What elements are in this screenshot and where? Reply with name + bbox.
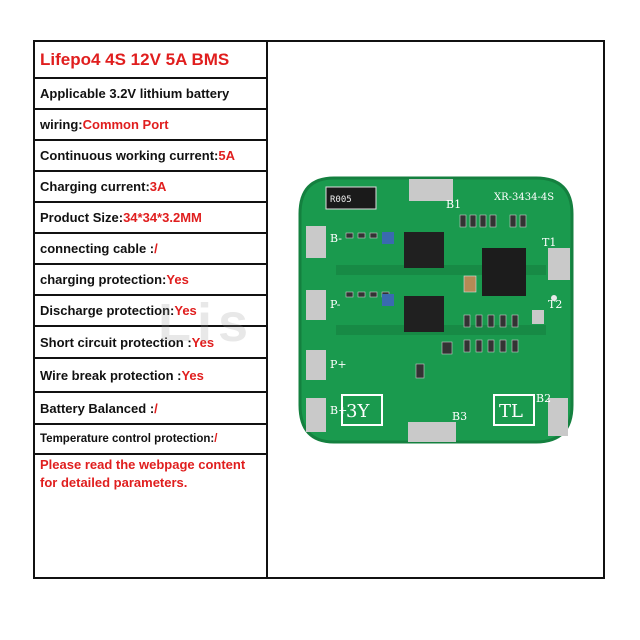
spec-label: Discharge protection: (40, 303, 175, 318)
resistor-label: R005 (330, 195, 352, 205)
smd-part (519, 214, 527, 228)
spec-value: / (154, 400, 158, 416)
spec-label: Continuous working current: (40, 148, 219, 163)
spec-row: Short circuit protection :Yes (35, 327, 266, 359)
pad-b-plus (306, 398, 326, 432)
spec-row: Discharge protection: Yes (35, 296, 266, 327)
spec-label: Wire break protection : (40, 367, 182, 383)
pad-p-plus (306, 350, 326, 380)
spec-label: connecting cable : (40, 241, 155, 256)
pad-b-minus (306, 226, 326, 258)
product-image-area: R005 (268, 42, 603, 577)
mosfet-2 (404, 296, 444, 332)
smd-part (459, 214, 467, 228)
smd-part (345, 291, 354, 298)
spec-label: Charging current: (40, 179, 150, 194)
logo-tl: TL (499, 401, 523, 422)
spec-row: Continuous working current:5A (35, 141, 266, 172)
label-b3: B3 (452, 410, 467, 423)
label-p-minus: P- (330, 298, 341, 311)
spec-value: / (214, 433, 218, 445)
smd-part (511, 314, 519, 328)
spec-value: Yes (191, 334, 215, 350)
label-b-minus: B- (330, 232, 342, 245)
spec-row: connecting cable :/ (35, 234, 266, 265)
spec-row: Product Size:34*34*3.2MM (35, 203, 266, 234)
smd-part (345, 232, 354, 239)
spec-title: Lifepo4 4S 12V 5A BMS (35, 42, 266, 79)
label-b2: B2 (536, 392, 551, 405)
spec-value: 3A (149, 179, 167, 194)
smd-part (487, 314, 495, 328)
spec-value: 5A (218, 148, 236, 163)
label-b1: B1 (446, 198, 461, 211)
spec-value: Yes (181, 367, 204, 383)
label-b-plus: B+ (330, 404, 347, 417)
spec-row: Battery Balanced :/ (35, 393, 266, 425)
mosfet-1 (404, 232, 444, 268)
spec-label: Applicable 3.2V lithium battery (40, 86, 230, 101)
smd-part (369, 291, 378, 298)
smd-part (511, 339, 519, 353)
smd-part (487, 339, 495, 353)
board-code: XR-3434-4S (494, 192, 554, 203)
spec-row: charging protection: Yes (35, 265, 266, 296)
smd-part (463, 314, 471, 328)
control-ic (482, 248, 526, 296)
pcb-image: R005 (296, 170, 578, 451)
pad-b2 (548, 398, 568, 436)
spec-row: wiring:Common Port (35, 110, 266, 141)
pad-b3 (408, 422, 456, 442)
spec-row: Temperature control protection:/ (35, 425, 266, 455)
spec-sheet: Lifepo4 4S 12V 5A BMS Applicable 3.2V li… (33, 40, 605, 579)
smd-part (357, 291, 366, 298)
spec-label: Battery Balanced : (40, 400, 155, 416)
spec-table: Lifepo4 4S 12V 5A BMS Applicable 3.2V li… (35, 42, 268, 577)
label-p-plus: P+ (330, 358, 347, 371)
spec-label: charging protection: (40, 272, 167, 287)
smd-part (357, 232, 366, 239)
spec-label: Short circuit protection : (40, 334, 192, 350)
pad-p-minus (306, 290, 326, 320)
capacitor (382, 294, 394, 306)
pad-b1 (409, 179, 453, 201)
spec-row: Applicable 3.2V lithium battery (35, 79, 266, 110)
smd-part (499, 339, 507, 353)
spec-label: Temperature control protection: (40, 433, 215, 445)
smd-part (499, 314, 507, 328)
smd-part (469, 214, 477, 228)
smd-part (415, 363, 425, 379)
spec-value: 34*34*3.2MM (123, 210, 202, 225)
smd-part (509, 214, 517, 228)
smd-part (475, 314, 483, 328)
smd-part (463, 339, 471, 353)
label-t1: T1 (542, 236, 556, 249)
capacitor (463, 275, 477, 293)
bms-board: R005 (298, 176, 574, 444)
smd-part (369, 232, 378, 239)
logo-3y-box (341, 394, 383, 426)
shunt-resistor (325, 186, 377, 210)
spec-value: Yes (166, 272, 189, 287)
spec-row: Charging current:3A (35, 172, 266, 203)
capacitor (382, 232, 394, 244)
label-t2: T2 (548, 298, 562, 311)
pad-t2 (532, 310, 544, 324)
spec-value: / (154, 241, 158, 256)
smd-part (475, 339, 483, 353)
spec-value: Common Port (82, 117, 169, 132)
pad-t1 (548, 248, 570, 280)
logo-tl-box (493, 394, 535, 426)
spec-label: wiring: (40, 117, 83, 132)
smd-part (489, 214, 497, 228)
detail-note: Please read the webpage content for deta… (40, 457, 246, 490)
smd-part (479, 214, 487, 228)
spec-value: Yes (174, 303, 197, 318)
smd-part (441, 341, 453, 355)
spec-row: Wire break protection :Yes (35, 359, 266, 393)
test-point (551, 295, 557, 301)
logo-3y: 3Y (346, 401, 370, 422)
spec-label: Product Size: (40, 210, 124, 225)
